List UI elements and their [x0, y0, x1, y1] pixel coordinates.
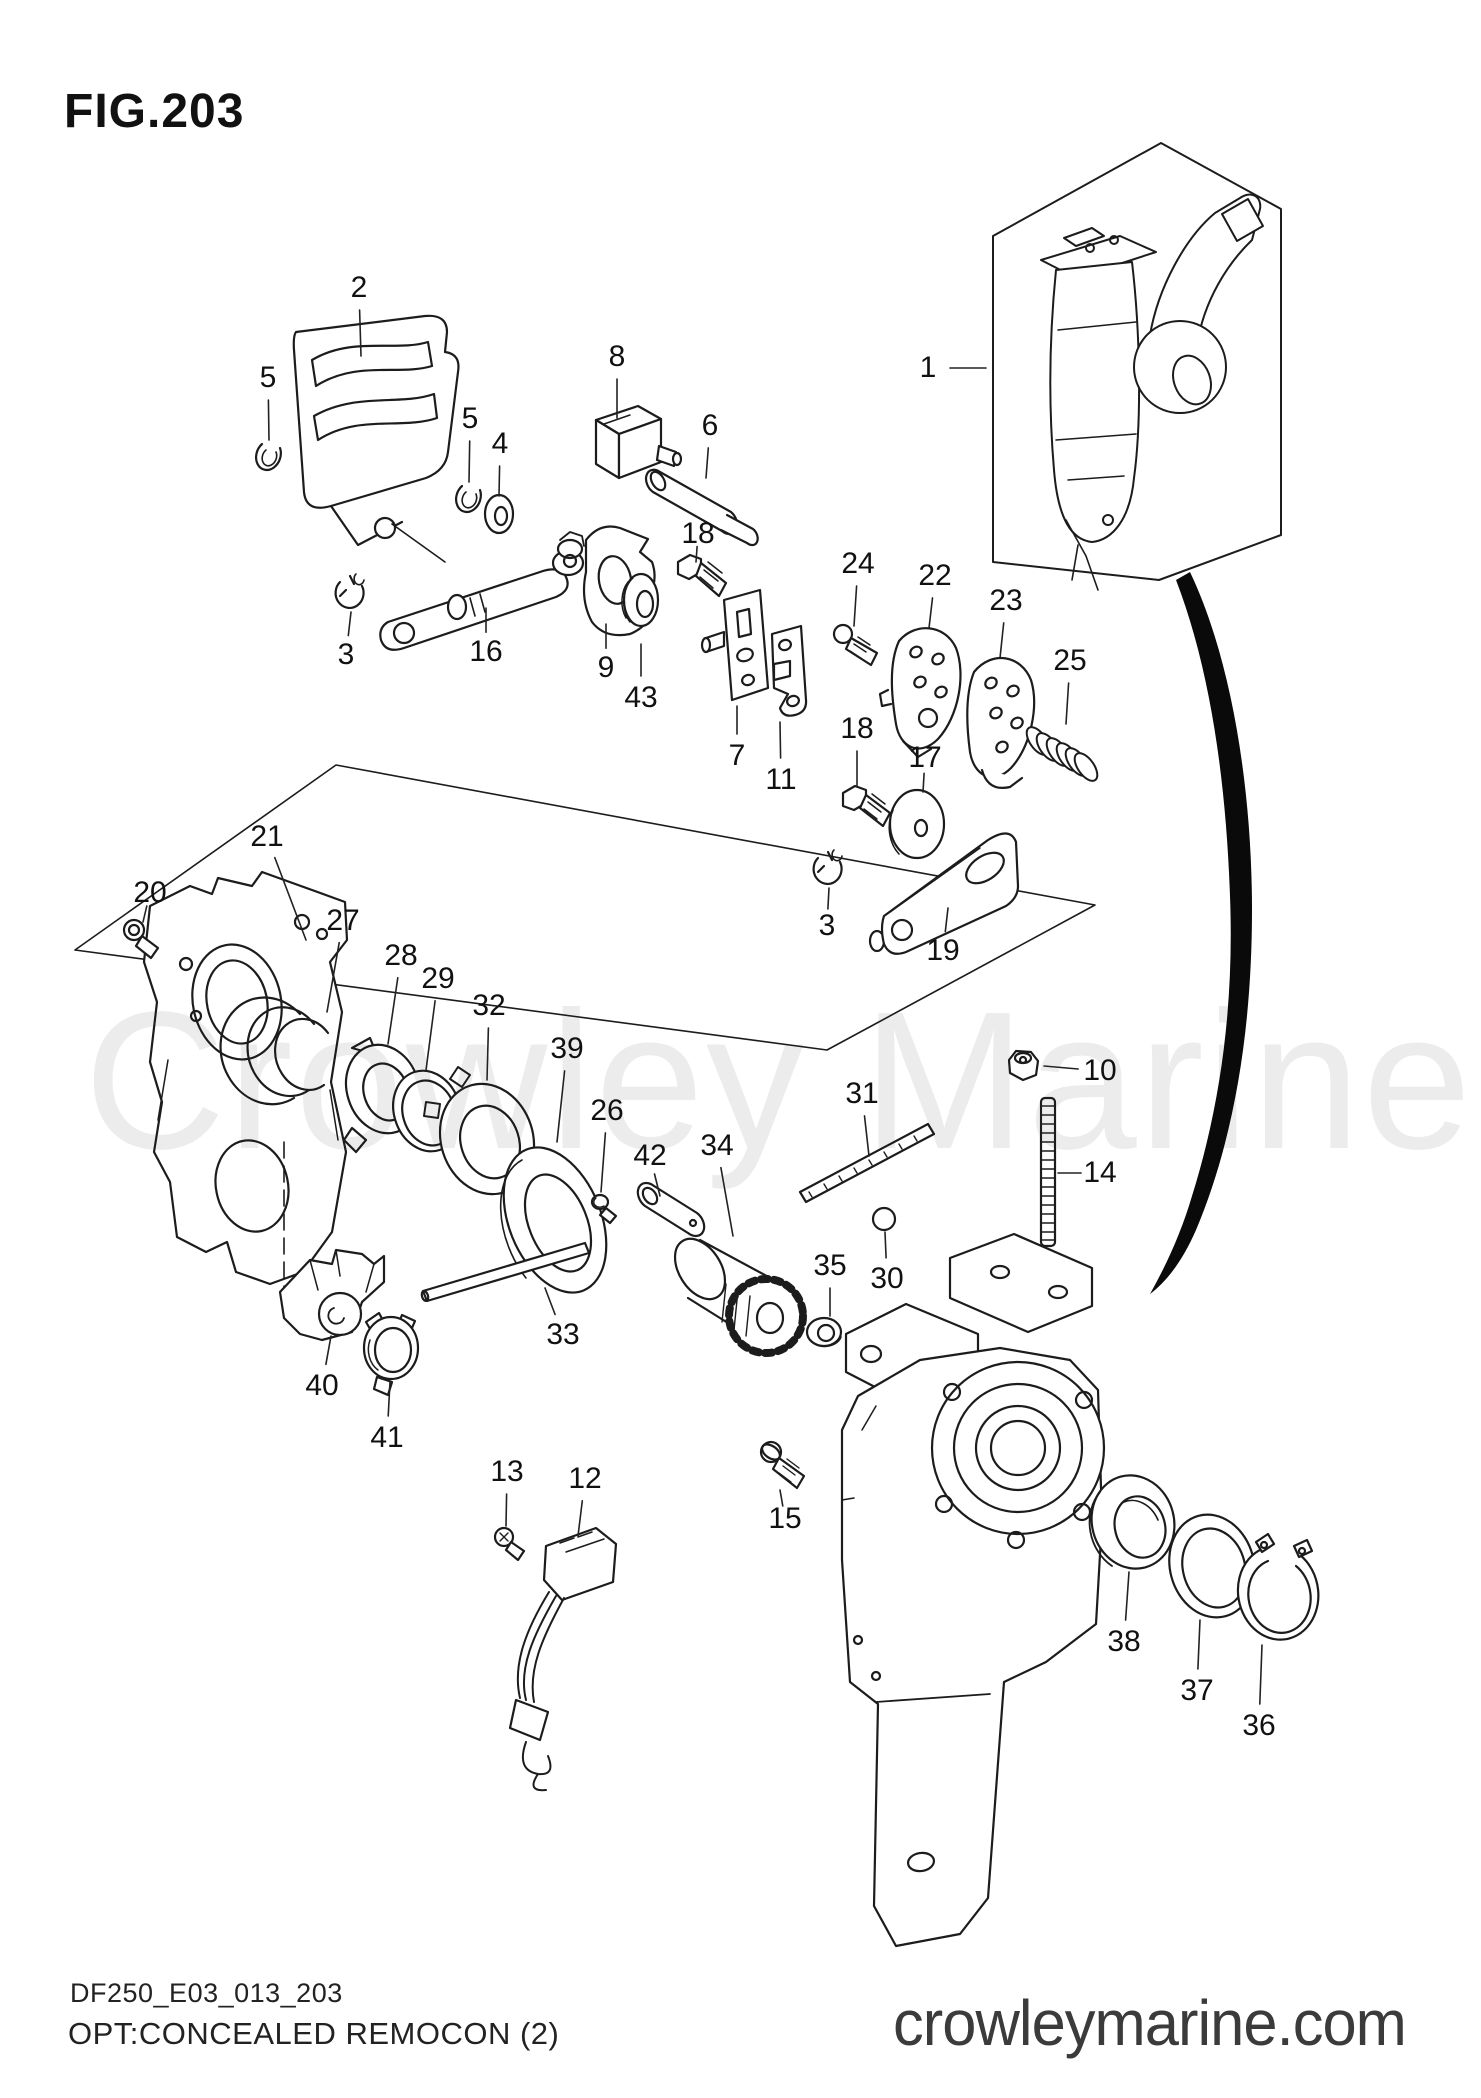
part-label-3: 3 [818, 909, 836, 942]
e-clip-part-3b [812, 849, 843, 886]
bracket-part-2 [292, 314, 460, 563]
drum-part-34 [673, 1237, 807, 1357]
part-label-29: 29 [421, 962, 455, 995]
part-label-26: 26 [590, 1094, 624, 1127]
part-label-21: 21 [250, 820, 284, 853]
part-label-40: 40 [305, 1369, 339, 1402]
circlip-part-36 [1236, 1532, 1320, 1641]
strip-part-31 [798, 1122, 936, 1204]
part-label-2: 2 [350, 271, 368, 304]
part-label-18: 18 [840, 712, 874, 745]
part-label-12: 12 [568, 1462, 602, 1495]
part-label-35: 35 [813, 1249, 847, 1282]
screw-part-13 [493, 1526, 526, 1562]
clip-plate-part-11 [770, 624, 808, 717]
screw-part-20 [122, 918, 160, 960]
part-label-36: 36 [1242, 1709, 1276, 1742]
part-label-22: 22 [918, 559, 952, 592]
washer-disc-part-17 [888, 788, 946, 860]
part-label-39: 39 [550, 1032, 584, 1065]
shift-plate-part-22 [878, 627, 962, 759]
figure-title: FIG.203 [64, 85, 245, 138]
part-label-15: 15 [768, 1502, 802, 1535]
part-label-38: 38 [1107, 1625, 1141, 1658]
screw-part-24 [832, 623, 879, 667]
part-label-13: 13 [490, 1455, 524, 1488]
c-clip-part-5b [454, 484, 482, 514]
ball-part-30 [871, 1206, 897, 1232]
part-label-20: 20 [133, 876, 167, 909]
part-label-42: 42 [633, 1139, 667, 1172]
mount-plate-part-21 [142, 870, 349, 1286]
screw-part-26 [590, 1193, 618, 1225]
drawing-code: DF250_E03_013_203 [70, 1978, 343, 2008]
pointer-swoosh [1150, 572, 1252, 1294]
part-label-9: 9 [597, 651, 615, 684]
washer-part-4 [483, 493, 515, 535]
bolt-part-18b [841, 784, 892, 828]
switch-part-8 [594, 404, 683, 480]
screw-part-15 [759, 1440, 806, 1490]
remote-control-inset-box [992, 142, 1282, 591]
part-label-19: 19 [926, 934, 960, 967]
plate-part-7 [700, 588, 770, 702]
part-label-3: 3 [337, 638, 355, 671]
group-boundary-outline [74, 764, 1096, 1051]
nut-part-10 [1007, 1049, 1040, 1082]
threaded-stud-part-14 [1039, 1096, 1057, 1248]
connector-part-12 [508, 1526, 618, 1792]
bushing-part-43 [621, 572, 660, 628]
part-label-33: 33 [546, 1318, 580, 1351]
part-label-18: 18 [681, 517, 715, 550]
e-clip-part-3a [334, 573, 365, 610]
part-label-24: 24 [841, 547, 875, 580]
pin-part-6 [644, 468, 759, 547]
collar-part-38 [1088, 1474, 1176, 1570]
site-name: crowleymarine.com [893, 1987, 1407, 2059]
leader-lines [142, 309, 1263, 1705]
part-label-17: 17 [908, 741, 942, 774]
bushing-part-35 [805, 1316, 843, 1348]
part-label-30: 30 [870, 1262, 904, 1295]
part-label-37: 37 [1180, 1674, 1214, 1707]
rod-part-33 [420, 1241, 591, 1303]
bolt-part-18a [676, 553, 728, 598]
part-label-14: 14 [1083, 1156, 1117, 1189]
part-label-31: 31 [845, 1077, 879, 1110]
part-label-6: 6 [701, 409, 719, 442]
lever-arm-part-16 [379, 531, 585, 651]
part-label-32: 32 [472, 989, 506, 1022]
part-label-23: 23 [989, 584, 1023, 617]
part-label-28: 28 [384, 939, 418, 972]
part-label-10: 10 [1083, 1054, 1117, 1087]
part-label-34: 34 [700, 1129, 734, 1162]
control-housing [840, 1232, 1106, 1948]
part-label-41: 41 [370, 1421, 404, 1454]
part-label-1: 1 [919, 351, 937, 384]
part-label-4: 4 [491, 427, 509, 460]
tab-ring-part-41 [362, 1311, 420, 1397]
part-label-8: 8 [608, 340, 626, 373]
part-label-7: 7 [728, 739, 746, 772]
part-label-5: 5 [259, 361, 277, 394]
pin-part-42 [636, 1181, 706, 1238]
shift-plate-part-23 [966, 657, 1036, 789]
part-label-11: 11 [765, 763, 797, 796]
wave-spring-part-27 [219, 996, 330, 1106]
part-label-43: 43 [624, 681, 658, 714]
drawing-caption: OPT:CONCEALED REMOCON (2) [68, 2016, 560, 2051]
bracket-part-40 [278, 1248, 386, 1342]
c-clip-part-5a [254, 442, 282, 472]
part-label-5: 5 [461, 402, 479, 435]
part-label-16: 16 [469, 635, 503, 668]
spring-part-25 [1025, 726, 1099, 782]
part-label-25: 25 [1053, 644, 1087, 677]
part-label-27: 27 [326, 904, 360, 937]
remote-control-assembly [1040, 193, 1264, 591]
link-plate-part-19 [868, 832, 1020, 955]
